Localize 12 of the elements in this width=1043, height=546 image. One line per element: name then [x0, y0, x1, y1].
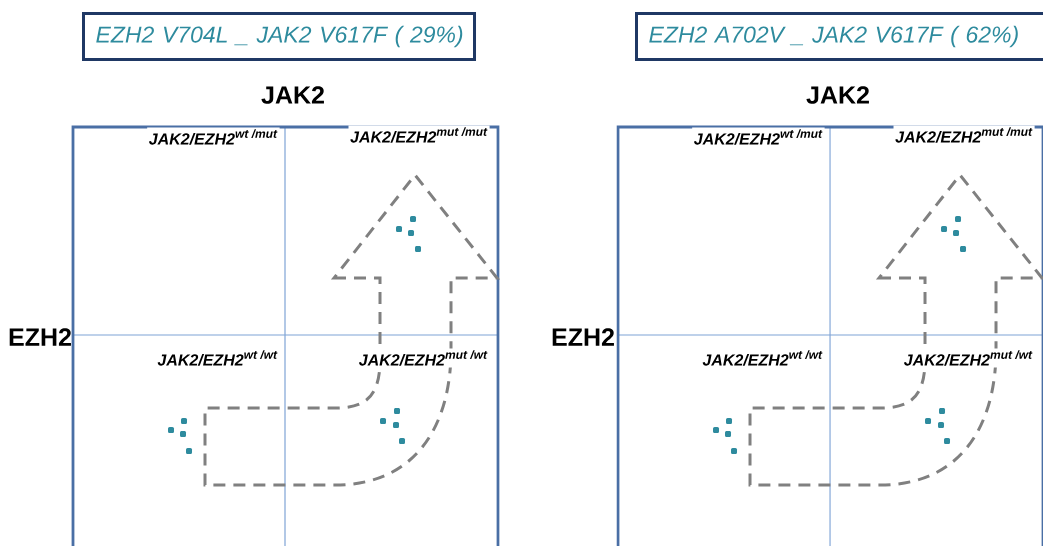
- quadrant-label: $\text{JAK2/EZH2}^{\text{mut /wt}}$: [902, 348, 1035, 368]
- quadrant-label: $\text{JAK2/EZH2}^{\text{mut /mut}}$: [893, 125, 1035, 145]
- quadrant-label: $\text{JAK2/EZH2}^{\text{mut /mut}}$: [348, 125, 490, 145]
- axis-label: JAK2: [261, 86, 324, 104]
- title-box: EZH2 V704L _ JAK2 V617F ( 29%): [82, 12, 476, 61]
- axis-label: EZH2: [9, 328, 71, 346]
- quadrant-label: $\text{JAK2/EZH2}^{\text{wt /wt}}$: [155, 348, 280, 368]
- title-box: EZH2 A702V _ JAK2 V617F ( 62%): [635, 12, 1043, 61]
- axis-label: JAK2: [806, 86, 869, 104]
- quadrant-label: $\text{JAK2/EZH2}^{\text{wt /wt}}$: [700, 348, 825, 368]
- axis-label: EZH2: [552, 328, 614, 346]
- quadrant-label: $\text{JAK2/EZH2}^{\text{mut /wt}}$: [357, 348, 490, 368]
